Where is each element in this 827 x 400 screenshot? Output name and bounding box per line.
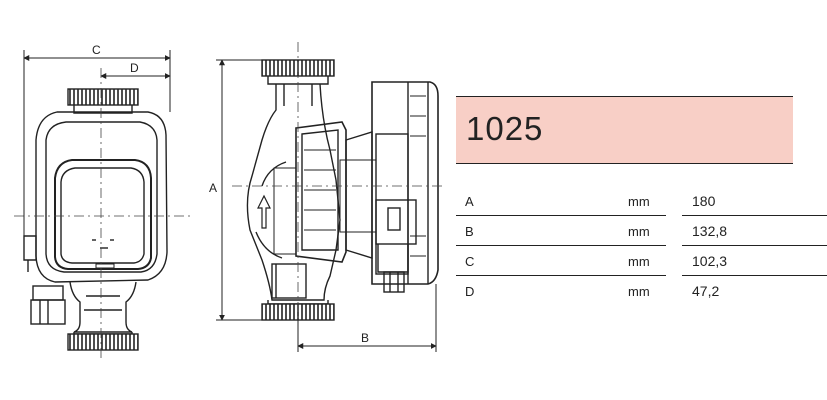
row-value: 180 bbox=[692, 193, 716, 209]
row-label: A bbox=[465, 194, 474, 209]
row-label: D bbox=[465, 284, 475, 299]
row-value: 47,2 bbox=[692, 283, 720, 299]
dimension-c bbox=[23, 50, 171, 236]
flow-arrow-icon bbox=[257, 194, 271, 229]
dimension-c-label: C bbox=[92, 43, 101, 57]
control-head bbox=[371, 81, 439, 285]
dimension-table: A mm 180 B mm 132,8 C mm 102,3 D mm 47,2 bbox=[456, 186, 827, 306]
row-divider bbox=[682, 245, 827, 246]
front-top-thread bbox=[67, 88, 139, 106]
model-header: 1025 bbox=[456, 96, 793, 164]
row-divider bbox=[456, 275, 666, 276]
row-divider bbox=[682, 275, 827, 276]
model-title: 1025 bbox=[466, 110, 544, 147]
row-unit: mm bbox=[628, 224, 650, 239]
pump-housing-outline bbox=[246, 83, 341, 301]
row-value: 102,3 bbox=[692, 253, 728, 269]
row-divider bbox=[456, 245, 666, 246]
row-label: C bbox=[465, 254, 475, 269]
front-body-outline bbox=[35, 111, 168, 283]
dimension-a-label: A bbox=[209, 181, 217, 195]
dimension-a bbox=[216, 59, 262, 321]
dimension-d-label: D bbox=[130, 61, 139, 75]
dimension-b-label: B bbox=[361, 331, 369, 345]
row-unit: mm bbox=[628, 284, 650, 299]
row-divider bbox=[456, 215, 666, 216]
table-row: A mm 180 bbox=[456, 186, 827, 216]
side-view bbox=[246, 59, 439, 321]
front-view bbox=[23, 88, 168, 351]
table-row: D mm 47,2 bbox=[456, 276, 827, 306]
table-row: B mm 132,8 bbox=[456, 216, 827, 246]
motor-housing bbox=[345, 131, 373, 259]
dimension-b bbox=[297, 284, 437, 352]
front-bottom-thread bbox=[67, 333, 139, 351]
table-row: C mm 102,3 bbox=[456, 246, 827, 276]
row-unit: mm bbox=[628, 254, 650, 269]
row-divider bbox=[682, 215, 827, 216]
row-label: B bbox=[465, 224, 474, 239]
row-value: 132,8 bbox=[692, 223, 728, 239]
front-display-window bbox=[54, 159, 152, 270]
row-unit: mm bbox=[628, 194, 650, 209]
